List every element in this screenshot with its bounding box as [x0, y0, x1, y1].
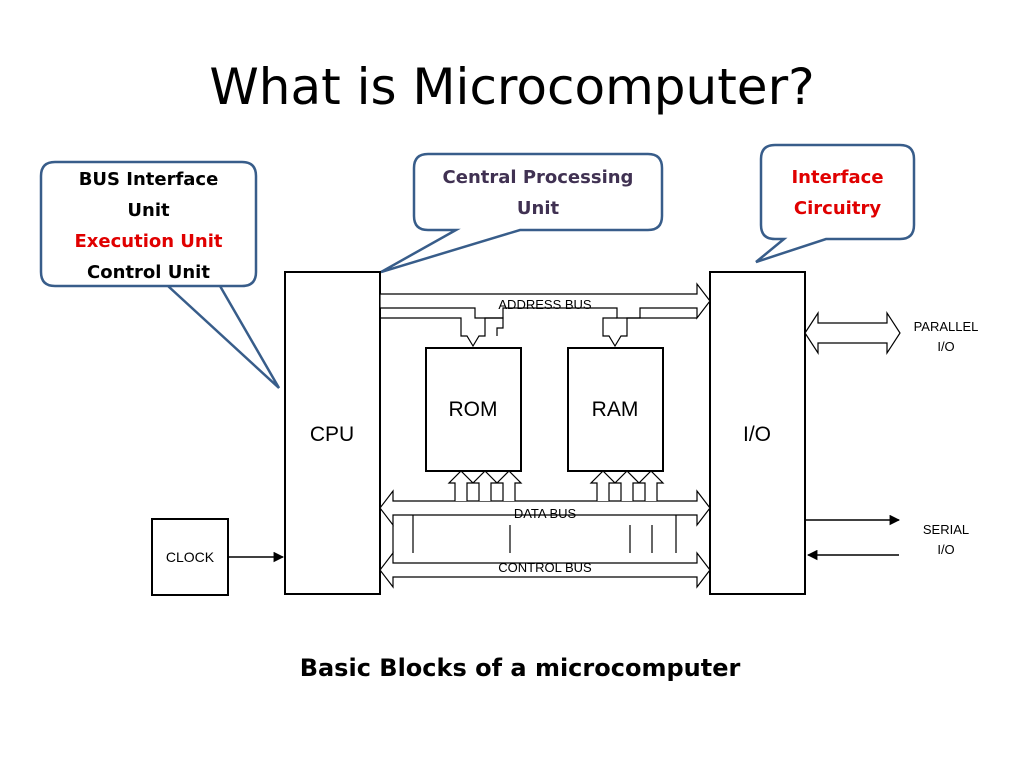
interface-callout-line1: Interface	[791, 167, 884, 188]
bus-interface-callout-text: BUS Interface Unit Execution Unit Contro…	[41, 164, 256, 288]
cpu-callout-line1: Central Processing	[442, 167, 634, 188]
address-to-ram	[602, 317, 697, 348]
cpu-callout-line2: Unit	[516, 198, 560, 219]
rom-label: ROM	[449, 398, 498, 421]
bus-interface-line1: BUS Interface	[78, 169, 219, 190]
bus-interface-line2: Unit	[127, 200, 170, 221]
bus-interface-callout	[39, 160, 281, 389]
address-bus-label: ADDRESS BUS	[498, 297, 592, 312]
control-unit-line: Control Unit	[87, 262, 210, 283]
control-bus	[379, 551, 711, 589]
parallel-io-label-1: PARALLEL	[914, 319, 979, 334]
clock-block	[151, 518, 229, 596]
execution-unit-line: Execution Unit	[74, 231, 223, 252]
clock-label: CLOCK	[166, 549, 215, 565]
cpu-callout-text: Central Processing Unit	[414, 162, 662, 224]
slide-title: What is Microcomputer?	[209, 58, 815, 116]
data-bus-label: DATA BUS	[514, 506, 577, 521]
ram-block	[567, 347, 664, 472]
parallel-io-arrow	[804, 310, 901, 356]
interface-callout-line2: Circuitry	[793, 198, 882, 219]
serial-io-label-1: SERIAL	[923, 522, 969, 537]
io-block	[709, 271, 806, 595]
control-bus-label: CONTROL BUS	[498, 560, 592, 575]
cpu-callout	[380, 152, 664, 274]
ram-label: RAM	[592, 398, 639, 421]
data-to-rom	[447, 470, 523, 501]
interface-callout	[755, 143, 916, 264]
rom-block	[425, 347, 522, 472]
parallel-io-label-2: I/O	[937, 339, 954, 354]
serial-io-label-2: I/O	[937, 542, 954, 557]
cpu-block	[284, 271, 381, 595]
interface-callout-text: Interface Circuitry	[761, 162, 914, 224]
data-bus	[379, 489, 711, 527]
data-to-ram	[589, 470, 665, 501]
address-to-rom	[380, 317, 504, 348]
bus-connectors	[392, 515, 677, 553]
cpu-label: CPU	[310, 423, 354, 446]
slide-caption: Basic Blocks of a microcomputer	[299, 654, 741, 682]
io-label: I/O	[743, 423, 771, 446]
